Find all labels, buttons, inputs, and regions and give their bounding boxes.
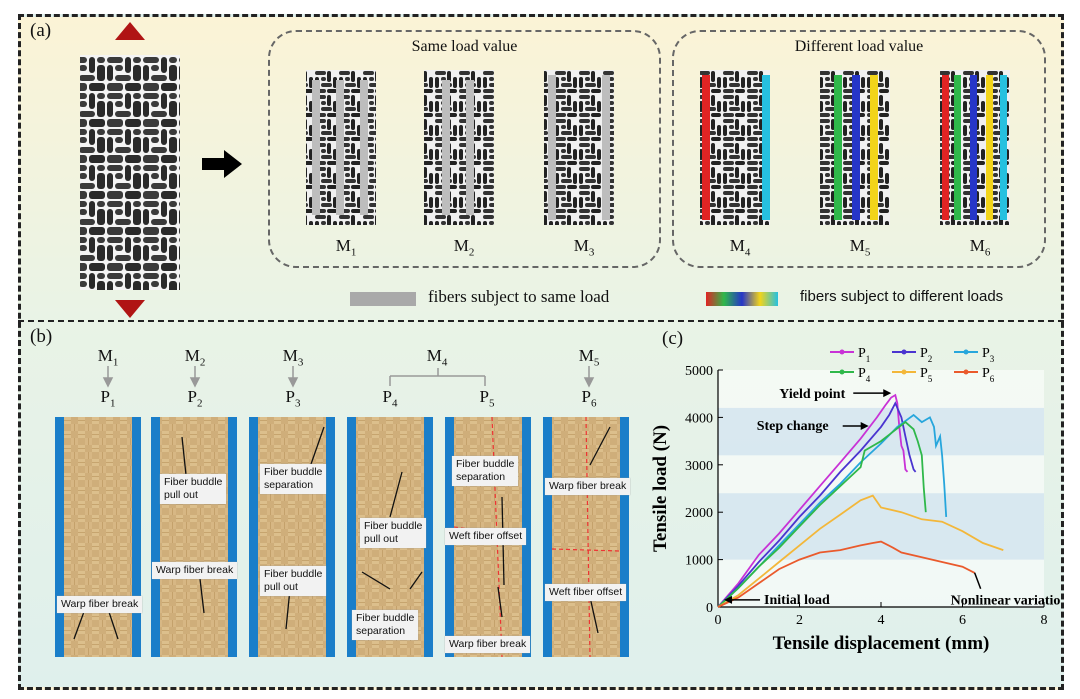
model-m1-swatch [306, 70, 376, 225]
specimen-photos [55, 417, 629, 657]
b-specimen-p4: P4 [382, 387, 398, 410]
b-specimen-p6: P6 [581, 387, 597, 410]
annotation-initial-load: Initial load [764, 593, 830, 608]
model-label-m5: M5 [849, 236, 871, 259]
b-specimen-p3: P3 [285, 387, 301, 410]
b-model-m2: M2 [184, 346, 206, 369]
note-p5-weft-offset: Weft fiber offset [445, 528, 527, 545]
b-specimen-p2: P2 [187, 387, 203, 410]
shade-band-0 [718, 493, 1044, 560]
legend-marker-p2 [901, 349, 907, 355]
model-label-m6: M6 [969, 236, 991, 259]
panel-c-label: (c) [662, 328, 684, 349]
series-line-p3 [717, 413, 948, 608]
panel-a-label: (a) [30, 20, 52, 41]
y-tick-label-5000: 5000 [685, 364, 713, 379]
tension-arrow-down-icon [115, 300, 145, 318]
b-specimen-p1: P1 [100, 387, 116, 410]
series-line-p2 [717, 401, 917, 608]
y-tick-label-3000: 3000 [685, 459, 713, 474]
series-line-p1 [717, 393, 909, 608]
note-p5-warp-break: Warp fiber break [445, 636, 531, 653]
legend-different-text: fibers subject to different loads [800, 288, 1004, 305]
note-p2-warp-break: Warp fiber break [152, 562, 238, 579]
legend-marker-p5 [901, 369, 907, 375]
x-axis-title: Tensile displacement (mm) [773, 633, 990, 654]
model-m2-swatch [424, 70, 494, 225]
model-label-m1: M1 [335, 236, 357, 259]
model-m5-swatch [820, 70, 890, 225]
mapping-arrows [102, 366, 595, 388]
y-tick-label-2000: 2000 [685, 506, 713, 521]
series-line-p4 [717, 420, 927, 608]
legend-different-swatch [706, 292, 778, 306]
x-tick-label-4: 4 [878, 613, 885, 628]
different-load-title: Different load value [794, 38, 924, 55]
x-tick-label-6: 6 [959, 613, 966, 628]
tension-arrow-up-icon [115, 22, 145, 40]
b-model-m5: M5 [578, 346, 600, 369]
damage-pointers [73, 426, 611, 640]
photo-p6 [543, 417, 629, 657]
x-tick-label-8: 8 [1041, 613, 1048, 628]
annotation-step-change-arrowhead [860, 421, 869, 430]
panel-divider [18, 320, 1064, 322]
legend-marker-p6 [963, 369, 969, 375]
model-m3-swatch [544, 70, 614, 225]
different-load-group [672, 30, 1046, 268]
series-line-p5 [717, 494, 1004, 608]
same-load-group [268, 30, 661, 268]
photo-p3 [249, 417, 335, 657]
model-label-m4: M4 [729, 236, 751, 259]
y-tick-label-1000: 1000 [685, 554, 713, 569]
x-tick-label-0: 0 [715, 613, 722, 628]
note-p6-weft-offset: Weft fiber offset [545, 584, 627, 601]
y-axis-title: Tensile load (N) [650, 425, 671, 552]
annotation-yield-point: Yield point [779, 387, 845, 402]
note-p1-warp-break: Warp fiber break [57, 596, 143, 613]
shade-band-1 [718, 407, 1044, 456]
annotation-nonlinear-variation: Nonlinear variation [951, 594, 1060, 609]
annotation-initial-load-arrowhead [724, 595, 733, 604]
model-label-m2: M2 [453, 236, 475, 259]
model-m6-swatch [940, 70, 1010, 225]
y-tick-label-4000: 4000 [685, 411, 713, 426]
legend-label-p3: P3 [982, 346, 995, 364]
same-load-title: Same load value [411, 38, 518, 55]
annotation-nonlinear-arrow [973, 572, 982, 589]
b-specimen-p5: P5 [479, 387, 495, 410]
annotation-step-change: Step change [757, 419, 829, 434]
note-p6-warp-break: Warp fiber break [545, 478, 631, 495]
legend-same-swatch [350, 292, 416, 306]
series-line-p6 [717, 540, 976, 608]
legend-marker-p4 [839, 369, 845, 375]
legend-same-text: fibers subject to same load [428, 287, 610, 306]
panel-b-label: (b) [30, 326, 53, 347]
b-model-m1: M1 [97, 346, 119, 369]
model-label-m3: M3 [573, 236, 595, 259]
model-swatches [306, 70, 1010, 225]
legend-label-p1: P1 [858, 346, 870, 364]
model-m4-swatch [700, 70, 770, 225]
photo-p2 [151, 417, 237, 657]
annotation-yield-point-arrowhead [883, 389, 892, 398]
fabric-specimen [80, 22, 180, 318]
y-tick-label-0: 0 [706, 601, 713, 616]
b-model-m3: M3 [282, 346, 304, 369]
x-tick-label-2: 2 [796, 613, 803, 628]
photo-p1 [55, 417, 141, 657]
b-model-m4: M4 [426, 346, 448, 369]
legend-marker-p1 [839, 349, 845, 355]
legend-marker-p3 [963, 349, 969, 355]
right-arrow-icon [202, 150, 242, 178]
legend-label-p2: P2 [920, 346, 932, 364]
